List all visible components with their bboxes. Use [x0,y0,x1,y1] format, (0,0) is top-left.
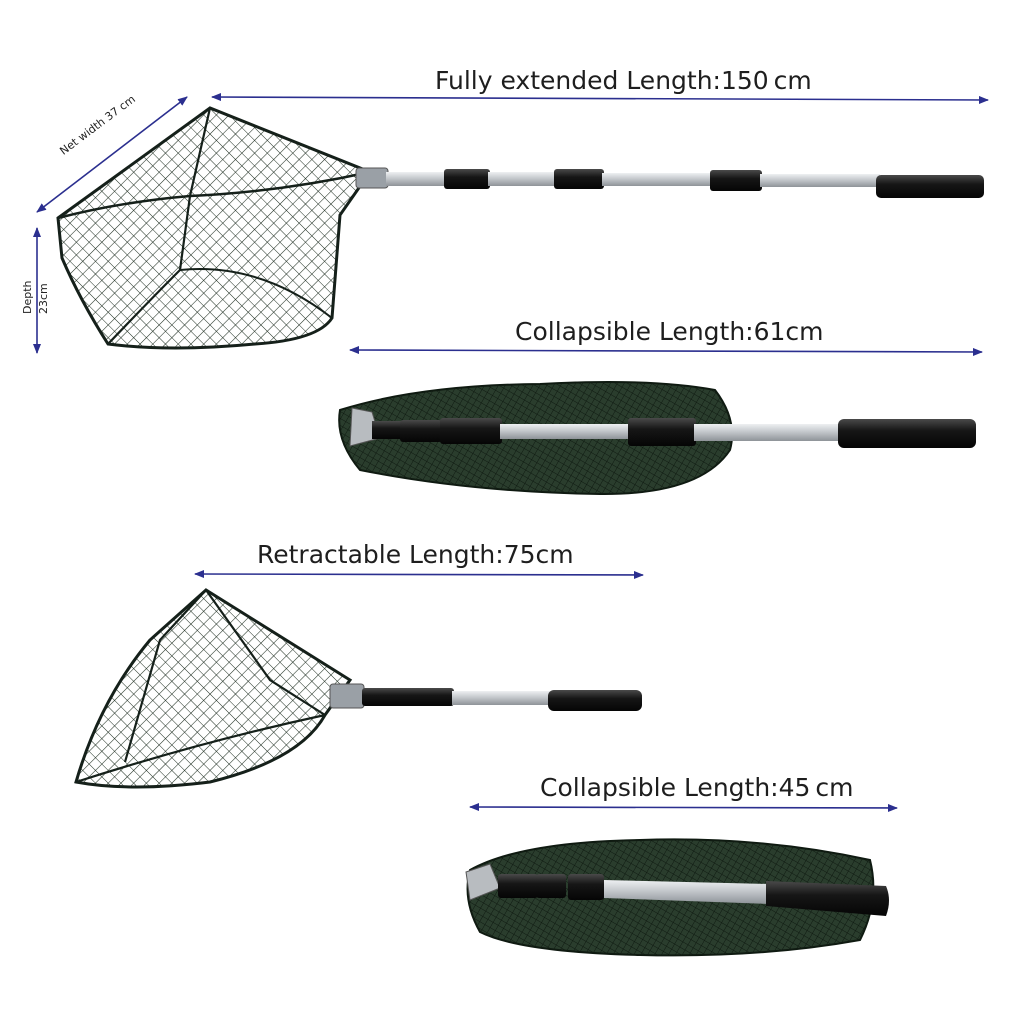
collapsible-short-length-label: Collapsible Length:45 cm [540,773,854,802]
depth-label: Depth [21,280,34,314]
fully-extended-length-label: Fully extended Length:150 cm [435,66,812,95]
retractable-length-label: Retractable Length:75cm [257,540,574,569]
fully-extended-arrow [211,93,989,104]
fishing-net-extended [56,106,984,350]
collapsible-long-length-label: Collapsible Length:61cm [515,317,824,346]
fishing-net-retracted [74,588,642,789]
collapsible-long-arrow [349,346,983,356]
retractable-arrow [194,570,644,579]
fishing-net-folded [338,381,976,496]
depth-value-label: 23cm [37,283,50,314]
collapsible-short-arrow [469,803,898,812]
fishing-net-folded-short [465,838,889,957]
net-width-arrow [36,96,188,213]
